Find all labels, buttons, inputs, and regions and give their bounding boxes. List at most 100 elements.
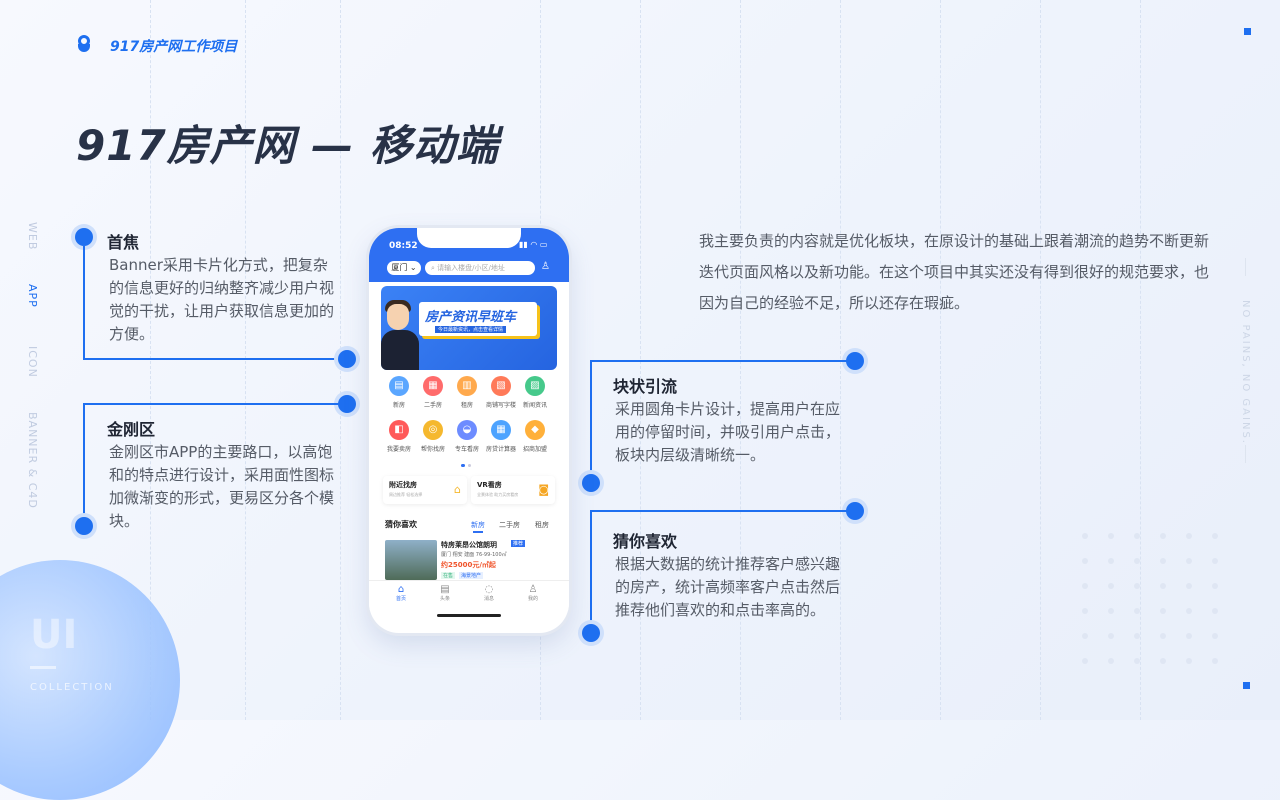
grid-dot: [1186, 608, 1192, 614]
kingkong-item[interactable]: ▧商铺写字楼: [484, 376, 518, 409]
kingkong-label: 我要卖房: [386, 446, 411, 453]
kingkong-label: 帮你找房: [420, 446, 445, 453]
tab-second-hand[interactable]: 二手房: [499, 521, 520, 529]
grid-dot: [1186, 658, 1192, 664]
corner-square: [1244, 28, 1251, 35]
tabbar-label: 头条: [439, 596, 450, 602]
section-title-blocks: 块状引流: [613, 377, 678, 396]
section-dot: [75, 228, 93, 246]
section-dot: [846, 502, 864, 520]
listing-price: 约25000元/㎡起: [441, 561, 496, 569]
glow-circle: [0, 560, 180, 800]
section-dot: [338, 350, 356, 368]
house-icon: ⌂: [454, 483, 461, 496]
search-input[interactable]: ⌕ 请输入楼盘/小区/地址: [425, 261, 535, 275]
grid-dot: [1212, 583, 1218, 589]
grid-dot: [1108, 558, 1114, 564]
section-title-focus: 首焦: [107, 233, 140, 252]
tab-rent[interactable]: 租房: [535, 521, 549, 529]
grid-dot: [1082, 658, 1088, 664]
card-title: VR看房: [477, 481, 502, 489]
grid-dot: [1134, 583, 1140, 589]
grid-dot: [1082, 608, 1088, 614]
guess-title: 猜你喜欢: [385, 520, 417, 529]
home-icon: ⌂: [397, 584, 405, 595]
section-dot: [75, 517, 93, 535]
phone-mockup: 08:52 ▮▮ ◠ ▭ 厦门 ⌄ ⌕ 请输入楼盘/小区/地址 ♙ 房产资讯早班…: [369, 228, 569, 633]
phone-notch: [417, 228, 521, 248]
kingkong-label: 新房: [392, 402, 405, 409]
section-body-blocks: 采用圆角卡片设计，提高用户在应用的停留时间，并吸引用户点击，板块内层级清晰统一。: [615, 400, 841, 464]
kingkong-item[interactable]: ▥租房: [450, 376, 484, 409]
grid-dot: [1212, 608, 1218, 614]
kingkong-label: 房贷计算器: [485, 446, 516, 453]
grid-dot: [1108, 583, 1114, 589]
kingkong-label: 专车看房: [454, 446, 479, 453]
card-nearby[interactable]: 附近找房 周边推荐 轻松选择 ⌂: [383, 476, 467, 504]
nav-app[interactable]: APP: [26, 284, 39, 308]
grid-dot: [1082, 633, 1088, 639]
motto-text: NO PAINS, NO GAINS.: [1240, 300, 1251, 445]
guide-line: [1140, 0, 1141, 720]
search-icon: ⌕: [431, 264, 438, 272]
listing-item[interactable]: 特房莱昂公馆朗玥 推荐 厦门 翔安 建面 76-99-100㎡ 约25000元/…: [385, 540, 555, 582]
kingkong-item[interactable]: ◆招商加盟: [518, 420, 552, 453]
grid-dot: [1186, 633, 1192, 639]
page-indicator: [468, 464, 471, 467]
kingkong-item[interactable]: ◧ 我要卖房: [382, 420, 416, 453]
connector-line: [590, 510, 848, 632]
grid-dot: [1134, 658, 1140, 664]
nav-banner[interactable]: BANNER & C4D: [26, 412, 39, 509]
guide-line: [940, 0, 941, 720]
tabbar-profile[interactable]: ♙我的: [513, 584, 553, 602]
user-icon: ♙: [528, 584, 538, 595]
grid-dot: [1134, 533, 1140, 539]
banner-subtitle: 今日最新资讯，点击查看详情: [435, 326, 507, 333]
nav-web[interactable]: WEB: [26, 222, 39, 251]
kingkong-item[interactable]: ◎ 帮你找房: [416, 420, 450, 453]
status-time: 08:52: [389, 241, 418, 251]
kingkong-item[interactable]: ▦二手房: [416, 376, 450, 409]
tabbar-label: 首页: [395, 596, 406, 602]
kingkong-icon: ◎: [423, 420, 443, 440]
guide-line: [245, 0, 246, 720]
grid-dot: [1160, 608, 1166, 614]
kingkong-item[interactable]: ▦房贷计算器: [484, 420, 518, 453]
home-banner[interactable]: 房产资讯早班车 今日最新资讯，点击查看详情: [381, 286, 557, 370]
grid-dot: [1160, 658, 1166, 664]
presenter-body: [381, 330, 419, 370]
grid-dot: [1082, 583, 1088, 589]
tabbar-news[interactable]: ▤头条: [425, 584, 465, 602]
kingkong-icon: ▨: [525, 376, 545, 396]
kingkong-label: 招商加盟: [522, 446, 547, 453]
card-vr[interactable]: VR看房 全景体验 助力买房看房 ◙: [471, 476, 555, 504]
grid-dot: [1108, 658, 1114, 664]
section-dot: [582, 624, 600, 642]
city-selector[interactable]: 厦门 ⌄: [387, 261, 421, 275]
connector-line: [590, 360, 848, 482]
user-icon[interactable]: ♙: [541, 261, 550, 272]
tab-new[interactable]: 新房: [471, 521, 485, 529]
kingkong-item[interactable]: ▤新房: [382, 376, 416, 409]
grid-dot: [1134, 558, 1140, 564]
grid-dot: [1160, 583, 1166, 589]
grid-dot: [1134, 608, 1140, 614]
right-divider: [1245, 445, 1246, 463]
nav-icon[interactable]: ICON: [26, 346, 39, 378]
grid-dot: [1212, 633, 1218, 639]
grid-dot: [1160, 633, 1166, 639]
grid-dot: [1212, 533, 1218, 539]
kingkong-item[interactable]: ▨新闻资讯: [518, 376, 552, 409]
search-placeholder: 请输入楼盘/小区/地址: [437, 264, 505, 272]
kingkong-icon: ◧: [389, 420, 409, 440]
card-sub: 周边推荐 轻松选择: [389, 492, 423, 497]
grid-dot: [1212, 658, 1218, 664]
tabbar-messages[interactable]: ◌消息: [469, 584, 509, 602]
guide-line: [1040, 0, 1041, 720]
city-label: 厦门: [391, 263, 408, 272]
section-dot: [582, 474, 600, 492]
tabbar-home[interactable]: ⌂首页: [381, 584, 421, 602]
grid-dot: [1108, 633, 1114, 639]
kingkong-item[interactable]: ◒专车看房: [450, 420, 484, 453]
grid-dot: [1186, 583, 1192, 589]
